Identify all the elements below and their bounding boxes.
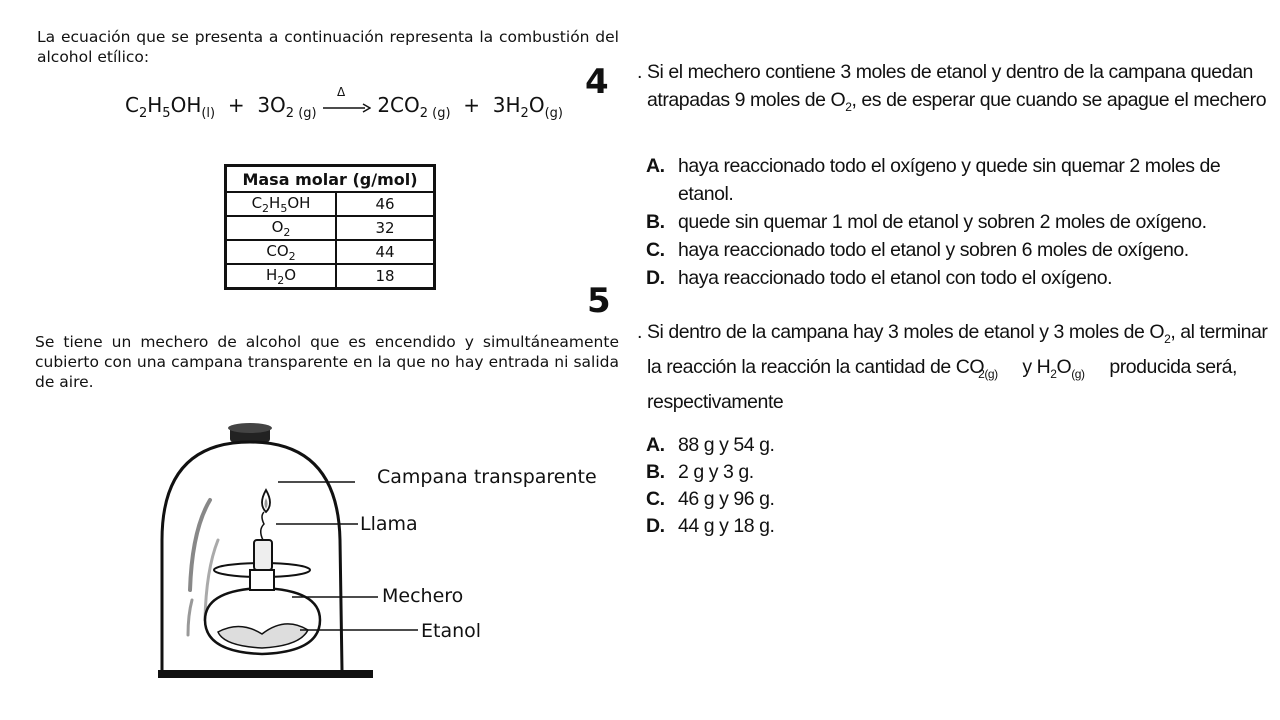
reaction-arrow-icon: Δ <box>322 85 371 117</box>
value-cell: 46 <box>335 191 436 217</box>
q4-option-a[interactable]: A.haya reaccionado todo el oxígeno y que… <box>646 155 1221 177</box>
q5-option-d[interactable]: D.44 g y 18 g. <box>646 515 775 537</box>
q5-option-b[interactable]: B.2 g y 3 g. <box>646 461 754 483</box>
label-campana: Campana transparente <box>377 466 597 488</box>
value-cell: 18 <box>335 263 436 290</box>
q5-line-3: respectivamente <box>647 390 784 413</box>
q5-line-1: . Si dentro de la campana hay 3 moles de… <box>637 321 1268 346</box>
q5-line-2: la reacción la reacción la cantidad de C… <box>647 355 1237 381</box>
combustion-equation: C2H5OH(l) + 3O2 (g) Δ 2CO2 (g) + 3H2O(g) <box>125 84 563 122</box>
table-header: Masa molar (g/mol) <box>224 164 436 193</box>
q4-line-1: . Si el mechero contiene 3 moles de etan… <box>637 61 1253 83</box>
intro-paragraph: La ecuación que se presenta a continuaci… <box>37 28 619 66</box>
table-row: CO2 44 <box>224 239 436 265</box>
q5-option-c[interactable]: C.46 g y 96 g. <box>646 488 775 510</box>
table-row: O2 32 <box>224 215 436 241</box>
question-4-number: 4 <box>585 62 609 102</box>
formula-cell: C2H5OH <box>224 191 337 217</box>
jar-base <box>158 670 373 678</box>
question-4-stem: . Si el mechero contiene 3 moles de etan… <box>637 58 1267 121</box>
question-5-stem: . Si dentro de la campana hay 3 moles de… <box>637 318 1268 416</box>
wick-holder <box>253 539 273 571</box>
question-5-number: 5 <box>587 281 611 321</box>
q4-option-c[interactable]: C.haya reaccionado todo el etanol y sobr… <box>646 239 1189 261</box>
value-cell: 32 <box>335 215 436 241</box>
q4-option-a-continuation: etanol. <box>678 183 734 205</box>
table-row: C2H5OH 46 <box>224 191 436 217</box>
bell-jar-illustration <box>158 423 418 678</box>
label-mechero: Mechero <box>382 585 464 607</box>
label-etanol: Etanol <box>421 620 482 642</box>
q5-option-a[interactable]: A.88 g y 54 g. <box>646 434 775 456</box>
bell-jar-outline <box>160 440 344 671</box>
q4-option-b[interactable]: B.quede sin quemar 1 mol de etanol y sob… <box>646 211 1207 233</box>
value-cell: 44 <box>335 239 436 265</box>
formula-cell: CO2 <box>224 239 337 265</box>
table-row: H2O 18 <box>224 263 436 290</box>
q4-option-d[interactable]: D.haya reaccionado todo el etanol con to… <box>646 267 1113 289</box>
setup-paragraph: Se tiene un mechero de alcohol que es en… <box>35 333 619 391</box>
q4-line-2: atrapadas 9 moles de O2, es de esperar q… <box>647 89 1267 114</box>
formula-cell: H2O <box>224 263 337 290</box>
label-llama: Llama <box>360 513 418 535</box>
formula-cell: O2 <box>224 215 337 241</box>
molar-mass-table: Masa molar (g/mol) C2H5OH 46 O2 32 CO2 4… <box>224 164 436 290</box>
